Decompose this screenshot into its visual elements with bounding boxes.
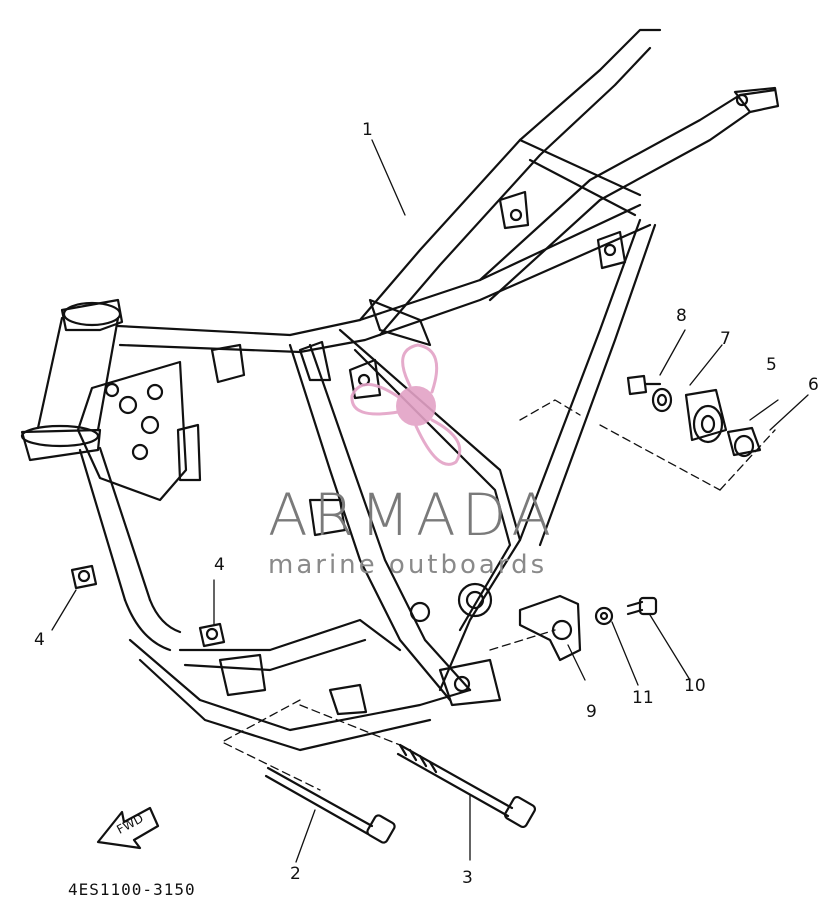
bolt-part-4b: [198, 622, 226, 648]
callout-part-4-center: 4: [214, 555, 225, 575]
callout-part-7: 7: [720, 329, 731, 349]
leader-lines: [51, 139, 809, 863]
watermark-tagline: marine outboards: [268, 550, 548, 580]
callout-part-3: 3: [462, 868, 473, 888]
figure-code: 4ES1100-3150: [68, 880, 196, 899]
watermark-propeller-logo: [350, 343, 462, 466]
callout-part-9: 9: [586, 702, 597, 722]
callout-part-2: 2: [290, 864, 301, 884]
bolt-part-10: [626, 596, 658, 616]
bolt-part-3: [396, 743, 537, 829]
bolt-part-8: [626, 374, 662, 396]
callout-part-8: 8: [676, 306, 687, 326]
callout-part-5: 5: [766, 355, 777, 375]
callout-part-6: 6: [808, 375, 819, 395]
spacer-part-5: [684, 388, 728, 444]
bolt-part-4a: [70, 564, 98, 590]
washer-part-7: [651, 387, 673, 413]
callout-part-1: 1: [362, 120, 373, 140]
forward-direction-arrow: [96, 806, 160, 850]
main-frame: [20, 28, 780, 752]
callout-part-11: 11: [632, 688, 654, 708]
bracket-part-9: [518, 594, 582, 662]
watermark-brand: ARMADA: [268, 481, 558, 549]
nut-part-11: [594, 606, 614, 626]
callout-part-10: 10: [684, 676, 706, 696]
collar-part-6: [726, 426, 762, 458]
bolt-part-2: [264, 766, 396, 844]
callout-part-4-left: 4: [34, 630, 45, 650]
